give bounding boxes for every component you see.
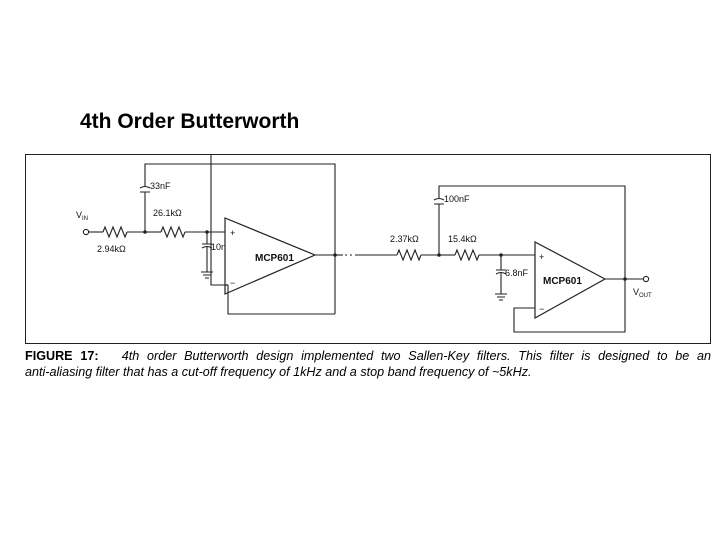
opamp2-plus: + bbox=[539, 252, 544, 262]
capacitor-c1 bbox=[139, 185, 151, 193]
output-terminal bbox=[642, 275, 650, 283]
opamp1-plus: + bbox=[230, 228, 235, 238]
page-title: 4th Order Butterworth bbox=[80, 110, 300, 133]
c4-label: 6.8nF bbox=[505, 268, 529, 278]
opamp2-label: MCP601 bbox=[543, 276, 582, 287]
resistor-r2 bbox=[160, 225, 186, 239]
c3-label: 100nF bbox=[444, 194, 470, 204]
input-terminal bbox=[82, 228, 90, 236]
r4-label: 15.4kΩ bbox=[448, 234, 477, 244]
vin-label: VIN bbox=[76, 210, 88, 222]
r3-label: 2.37kΩ bbox=[390, 234, 419, 244]
opamp1-label: MCP601 bbox=[255, 253, 294, 264]
caption-line-2: anti-aliasing filter that has a cut-off … bbox=[25, 365, 532, 379]
capacitor-c4 bbox=[495, 269, 507, 275]
r1-label: 2.94kΩ bbox=[97, 244, 126, 254]
opamp1-minus: − bbox=[230, 278, 235, 288]
ground-symbol-2 bbox=[495, 293, 507, 301]
opamp-1 bbox=[224, 217, 317, 295]
resistor-r4 bbox=[454, 248, 480, 262]
resistor-r3 bbox=[396, 248, 422, 262]
r2-label: 26.1kΩ bbox=[153, 208, 182, 218]
figure-label: FIGURE 17: bbox=[25, 349, 99, 363]
circuit-diagram: VIN 2.94kΩ 33nF 26.1kΩ 10nF + − MCP601 bbox=[76, 154, 652, 333]
caption-line-1: FIGURE 17: 4th order Butterworth design … bbox=[25, 348, 711, 364]
opamp2-minus: − bbox=[539, 304, 544, 314]
figure-frame bbox=[25, 154, 711, 344]
resistor-r1 bbox=[102, 225, 128, 239]
capacitor-c3 bbox=[433, 197, 445, 205]
vout-label: VOUT bbox=[633, 287, 652, 299]
figure-caption: FIGURE 17: 4th order Butterworth design … bbox=[25, 348, 711, 380]
opamp-2 bbox=[534, 241, 607, 320]
caption-text-1: 4th order Butterworth design implemented… bbox=[121, 349, 712, 363]
c2-label: 10nF bbox=[211, 242, 232, 252]
c1-label: 33nF bbox=[150, 181, 171, 191]
